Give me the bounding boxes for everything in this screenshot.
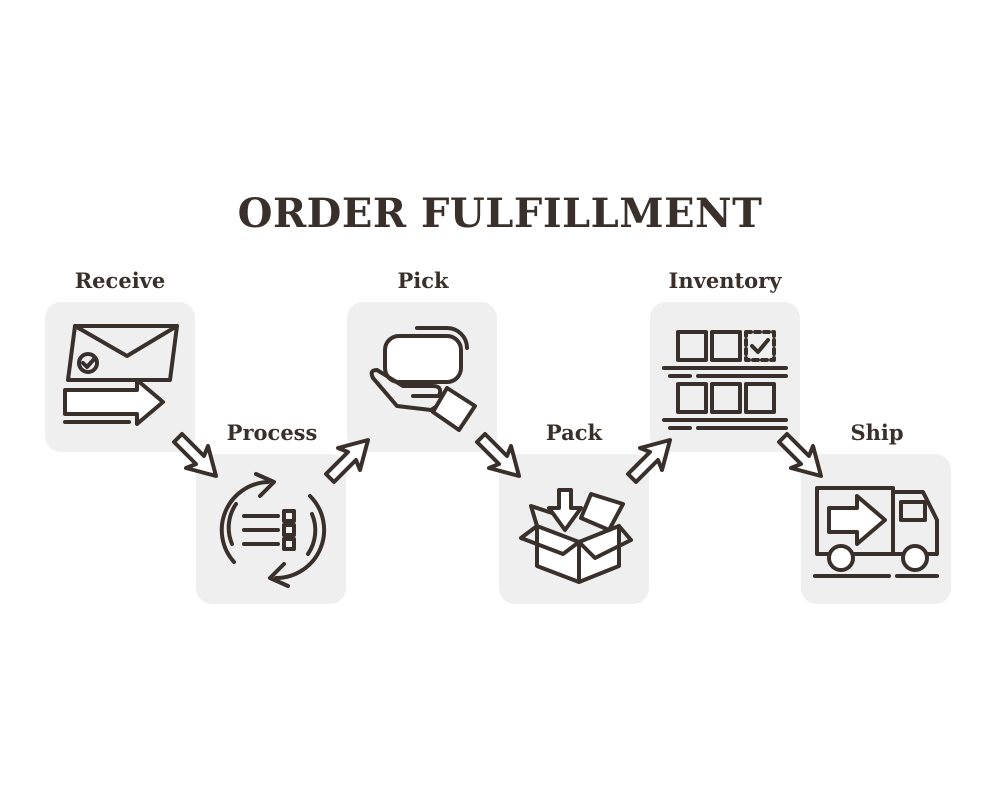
step-label-pick: Pick (397, 268, 449, 293)
step-tile-ship (801, 454, 951, 604)
step-label-process: Process (226, 420, 318, 445)
step-tile-pack (499, 454, 649, 604)
cycle-checklist-icon (219, 472, 327, 588)
delivery-truck-icon (813, 486, 939, 578)
flow-arrow-inventory-to-ship (777, 432, 823, 478)
open-box-icon (519, 488, 633, 584)
step-label-inventory: Inventory (668, 268, 782, 293)
shelf-boxes-icon (662, 330, 788, 430)
step-label-pack: Pack (545, 420, 603, 445)
step-label-ship: Ship (850, 420, 904, 445)
step-label-receive: Receive (74, 268, 166, 293)
step-tile-receive (45, 302, 195, 452)
flow-arrow-pack-to-inventory (626, 438, 672, 484)
flow-arrow-receive-to-process (172, 432, 218, 478)
page-title: ORDER FULFILLMENT (237, 190, 763, 237)
step-tile-pick (347, 302, 497, 452)
envelope-arrow-icon (63, 324, 179, 426)
hand-pick-icon (369, 326, 477, 432)
flow-arrow-process-to-pick (324, 438, 370, 484)
flow-arrow-pick-to-pack (475, 432, 521, 478)
step-tile-inventory (650, 302, 800, 452)
step-tile-process (196, 454, 346, 604)
